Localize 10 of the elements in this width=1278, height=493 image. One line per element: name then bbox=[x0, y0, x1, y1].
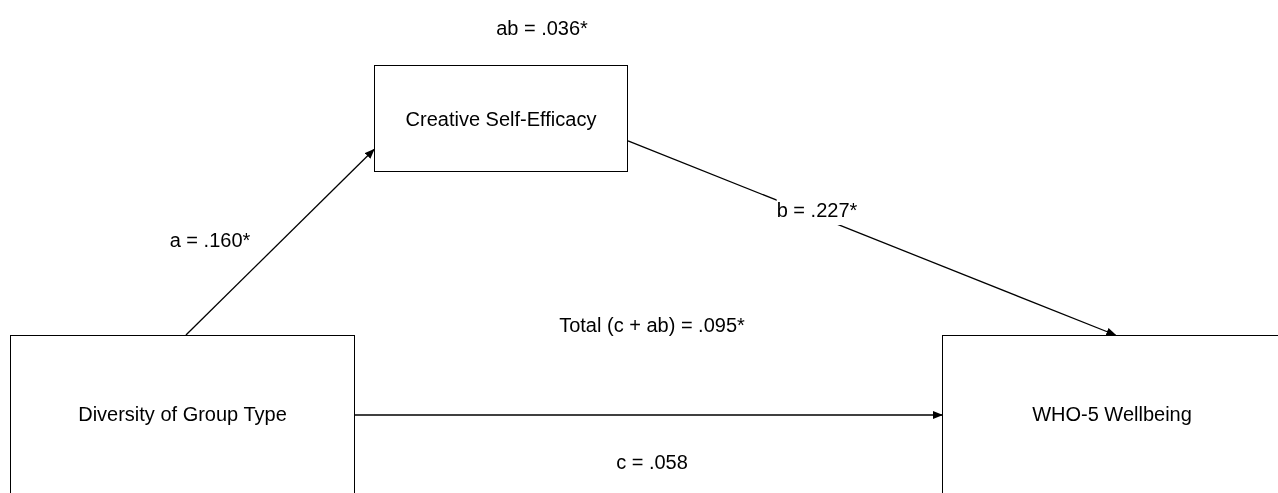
effect-label: ab = .036* bbox=[496, 16, 588, 41]
variable-name: Creative Self-Efficacy bbox=[405, 106, 597, 132]
variable-box bbox=[942, 335, 1278, 493]
variable-name: WHO-5 Wellbeing bbox=[1032, 402, 1192, 427]
variable-box bbox=[374, 65, 628, 172]
effect-label: Total (c + ab) = .095* bbox=[559, 313, 745, 338]
arrow bbox=[354, 411, 943, 419]
arrow bbox=[185, 148, 375, 336]
variable-box bbox=[10, 335, 355, 493]
variable-name: Diversity of Group Type bbox=[78, 402, 287, 427]
